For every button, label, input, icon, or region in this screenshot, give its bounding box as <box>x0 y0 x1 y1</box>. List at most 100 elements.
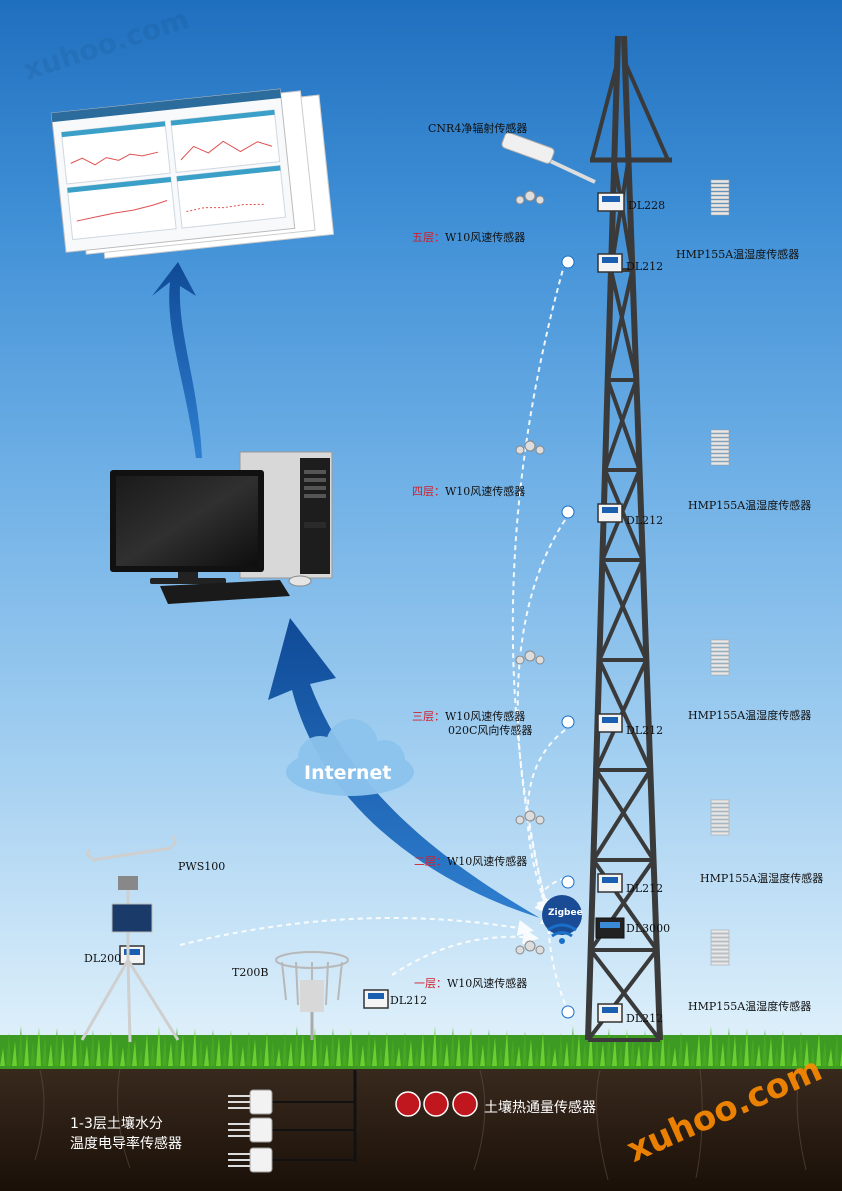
computer <box>110 451 333 604</box>
cnr4-sensor <box>501 132 596 184</box>
grass-blade <box>732 1035 737 1066</box>
cnr4-label: CNR4净辐射传感器 <box>428 122 528 135</box>
grass-blade <box>84 1045 89 1066</box>
grass-blade <box>246 1031 251 1066</box>
t200b-label: T200B <box>232 966 269 979</box>
wireless-link <box>526 729 566 916</box>
tower-brace <box>600 559 649 661</box>
soil-probes <box>228 1070 357 1173</box>
grass-blade <box>534 1047 539 1066</box>
grass-blade <box>264 1032 269 1066</box>
grass-blade <box>318 1035 323 1066</box>
dl212-label-1: DL212 <box>626 1012 664 1025</box>
grass-blade <box>42 1035 47 1066</box>
grass-blade <box>522 1031 527 1066</box>
level1-tag: 一层： <box>414 977 447 990</box>
tower-brace <box>612 159 635 271</box>
radiation-shield-plate <box>710 823 730 828</box>
grass-blade <box>804 1039 809 1066</box>
level3-sensor: W10风速传感器 <box>445 710 526 723</box>
radiation-shield-plate <box>710 639 730 644</box>
level5-label: 五层：W10风速传感器 <box>412 229 525 245</box>
anemometer-cup-icon <box>524 440 536 452</box>
dl212-label-5: DL212 <box>626 260 664 273</box>
boom-arm <box>530 486 720 490</box>
grass-blade <box>90 1030 95 1066</box>
grass-blade <box>504 1030 509 1066</box>
grass-blade <box>54 1028 59 1066</box>
anemometer-cup-icon <box>524 190 536 202</box>
grass-blade <box>300 1034 305 1066</box>
grass-blade <box>276 1048 281 1066</box>
grass-blade <box>564 1041 569 1066</box>
grass-blade <box>378 1046 383 1066</box>
solar-panel <box>111 903 153 933</box>
grass-blade <box>336 1036 341 1066</box>
grass-blade <box>60 1036 65 1066</box>
hmp155a-label-1: HMP155A温湿度传感器 <box>688 1000 812 1013</box>
wifi-icon <box>547 923 577 938</box>
grass-blade <box>660 1031 665 1066</box>
grass-blade <box>618 1044 623 1066</box>
level2-tag: 二层： <box>414 855 447 868</box>
grass-blade <box>654 1046 659 1066</box>
tower-brace <box>603 379 639 471</box>
dl228-screen <box>602 196 620 202</box>
upload-arrow <box>152 262 202 458</box>
sensor-level-4 <box>515 429 730 523</box>
grass-blade <box>138 1048 143 1066</box>
radiation-shield-plate <box>710 187 730 192</box>
datalogger-screen <box>602 717 618 723</box>
zigbee-node-icon <box>561 255 575 269</box>
radiation-shield-plate <box>710 179 730 184</box>
radiation-shield-plate <box>710 799 730 804</box>
grass-blade <box>288 1041 293 1066</box>
grass-blade <box>462 1043 467 1066</box>
grass-blade <box>234 1038 239 1066</box>
datalogger-screen <box>602 1007 618 1013</box>
radiation-shield-plate <box>710 807 730 812</box>
grass-blade <box>468 1028 473 1066</box>
grass-blade <box>636 1045 641 1066</box>
hmp155a-label-3: HMP155A温湿度传感器 <box>688 709 812 722</box>
radiation-shield-plate <box>710 945 730 950</box>
grass-blade <box>768 1037 773 1066</box>
grass-blade <box>606 1028 611 1066</box>
radiation-shield-plate <box>710 183 730 188</box>
radiation-shield-plate <box>710 831 730 836</box>
radiation-shield-plate <box>710 949 730 954</box>
grass-blade <box>678 1032 683 1066</box>
grass-blade <box>708 1026 713 1066</box>
zigbee-node-icon <box>561 505 575 519</box>
grass-blade <box>510 1038 515 1066</box>
grass-blade <box>588 1027 593 1066</box>
grass-blade <box>6 1033 11 1066</box>
tower-brace <box>590 59 620 161</box>
grass-blade <box>696 1033 701 1066</box>
grass-blade <box>30 1042 35 1066</box>
grass-blade <box>576 1034 581 1066</box>
grass-blade <box>258 1047 263 1066</box>
tower-brace <box>609 159 631 271</box>
radiation-shield-plate <box>710 651 730 656</box>
radiation-shield-plate <box>710 643 730 648</box>
dl212-label-2: DL212 <box>626 882 664 895</box>
anemometer-cup-icon <box>515 945 525 955</box>
radiation-shield-plate <box>710 929 730 934</box>
radiation-shield-plate <box>710 667 730 672</box>
zigbee-label: Zigbee <box>548 908 583 918</box>
grass-blade <box>720 1042 725 1066</box>
grass-blade <box>354 1037 359 1066</box>
radiation-shield-plate <box>710 819 730 824</box>
grass-blade <box>66 1044 71 1066</box>
grass-blade <box>330 1028 335 1066</box>
grass-blade <box>600 1043 605 1066</box>
pws100-station <box>80 834 180 1043</box>
grass-blade <box>228 1030 233 1066</box>
grass-blade <box>162 1034 167 1066</box>
grass-blade <box>294 1026 299 1066</box>
grass-blade <box>192 1028 197 1066</box>
grass-blade <box>474 1036 479 1066</box>
radiation-shield-plate <box>710 211 730 216</box>
soil-heat-flux-label: 土壤热通量传感器 <box>484 1100 596 1116</box>
